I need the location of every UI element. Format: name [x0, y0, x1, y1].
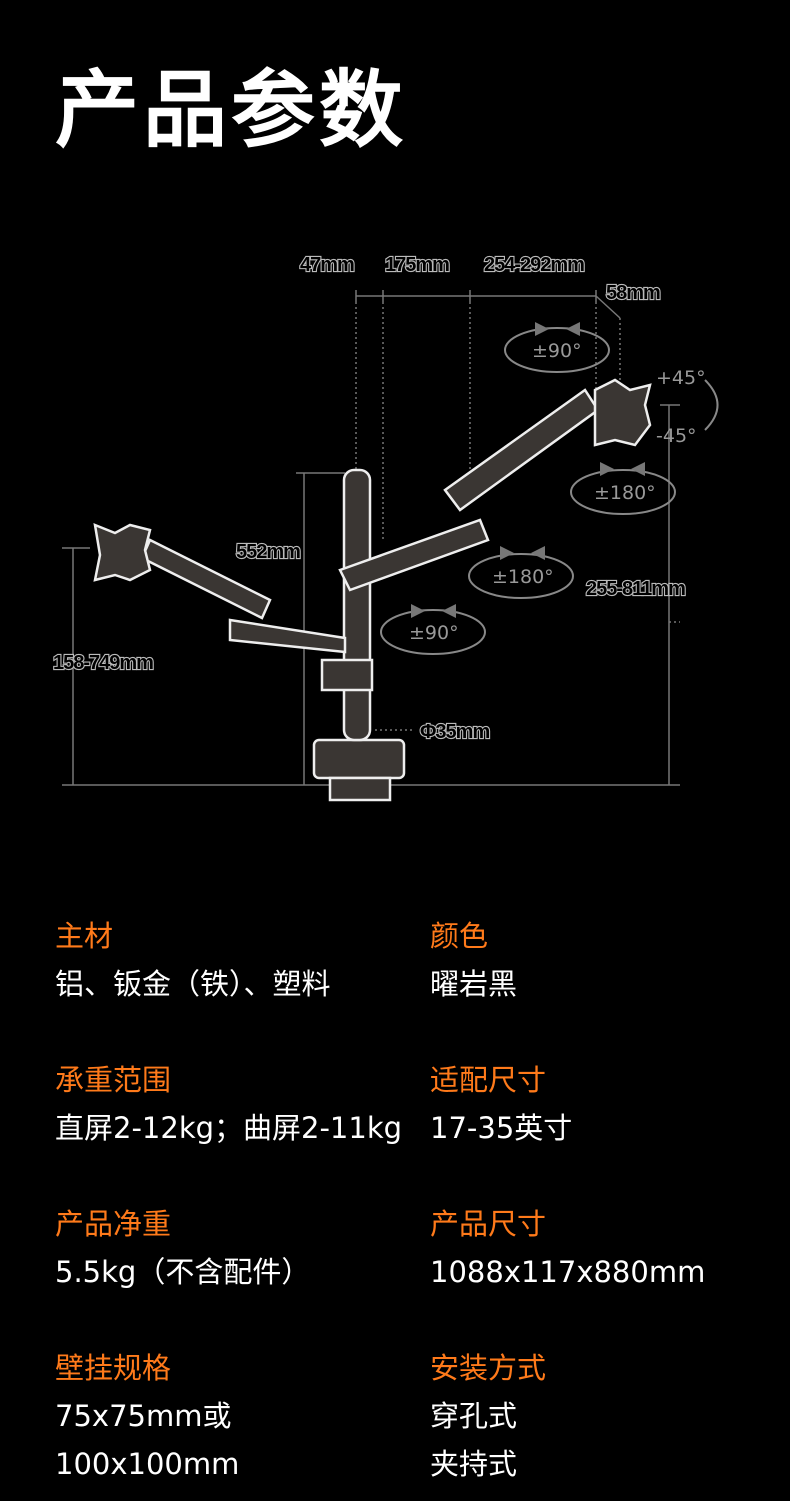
- dim-58mm: 58mm: [606, 282, 660, 304]
- spec-load-range: 承重范围 直屏2-12kg；曲屏2-11kg: [55, 1060, 415, 1152]
- swivel-low-label: ±90°: [409, 622, 459, 644]
- tilt-up-label: +45°: [656, 367, 706, 389]
- spec-installation: 安装方式 穿孔式 夹持式: [430, 1348, 790, 1488]
- spec-label: 颜色: [430, 919, 489, 953]
- spec-label: 承重范围: [55, 1063, 172, 1097]
- monitor-arm-diagram: 47mm 175mm 254-292mm 58mm 552mm 158-749m…: [52, 253, 719, 802]
- page-title: 产品参数: [55, 61, 408, 159]
- spec-dimensions: 产品尺寸 1088x117x880mm: [430, 1204, 790, 1296]
- rotation-ellipses: [380, 327, 719, 655]
- swivel-top-label: ±90°: [532, 340, 582, 362]
- spec-value: 直屏2-12kg；曲屏2-11kg: [55, 1111, 403, 1145]
- spec-screen-size: 适配尺寸 17-35英寸: [430, 1060, 790, 1152]
- spec-label: 壁挂规格: [55, 1351, 172, 1385]
- spec-value: 铝、钣金（铁）、塑料: [55, 967, 331, 1001]
- spec-value: 5.5kg（不含配件）: [55, 1255, 311, 1289]
- dim-255-811mm: 255-811mm: [586, 578, 685, 600]
- spec-value: 17-35英寸: [430, 1111, 573, 1145]
- spec-value: 100x100mm: [55, 1447, 240, 1481]
- tilt-down-label: -45°: [656, 425, 697, 447]
- spec-value: 夹持式: [430, 1447, 518, 1481]
- spec-label: 产品尺寸: [430, 1207, 547, 1241]
- spec-value: 1088x117x880mm: [430, 1255, 706, 1289]
- spec-net-weight: 产品净重 5.5kg（不含配件）: [55, 1204, 415, 1296]
- spec-label: 安装方式: [430, 1351, 547, 1385]
- monitor-arm: [93, 378, 652, 802]
- spec-label: 适配尺寸: [430, 1063, 547, 1097]
- dim-47mm: 47mm: [300, 254, 354, 276]
- spec-label: 主材: [55, 919, 114, 953]
- spec-value: 曜岩黑: [430, 967, 518, 1001]
- spec-value: 穿孔式: [430, 1399, 518, 1433]
- dim-pole-diameter: Φ35mm: [420, 721, 489, 743]
- spec-material: 主材 铝、钣金（铁）、塑料: [55, 916, 415, 1008]
- dim-254-292mm: 254-292mm: [484, 254, 584, 276]
- spec-color: 颜色 曜岩黑: [430, 916, 790, 1008]
- dim-175mm: 175mm: [385, 254, 449, 276]
- rotation-right-label: ±180°: [594, 482, 656, 504]
- rotation-mid-label: ±180°: [492, 566, 554, 588]
- rotation-arrows: [411, 322, 645, 618]
- spec-vesa: 壁挂规格 75x75mm或 100x100mm: [55, 1348, 415, 1488]
- dim-552mm: 552mm: [236, 541, 300, 563]
- spec-label: 产品净重: [55, 1207, 172, 1241]
- spec-value: 75x75mm或: [55, 1399, 232, 1433]
- dim-158-749mm: 158-749mm: [53, 652, 153, 674]
